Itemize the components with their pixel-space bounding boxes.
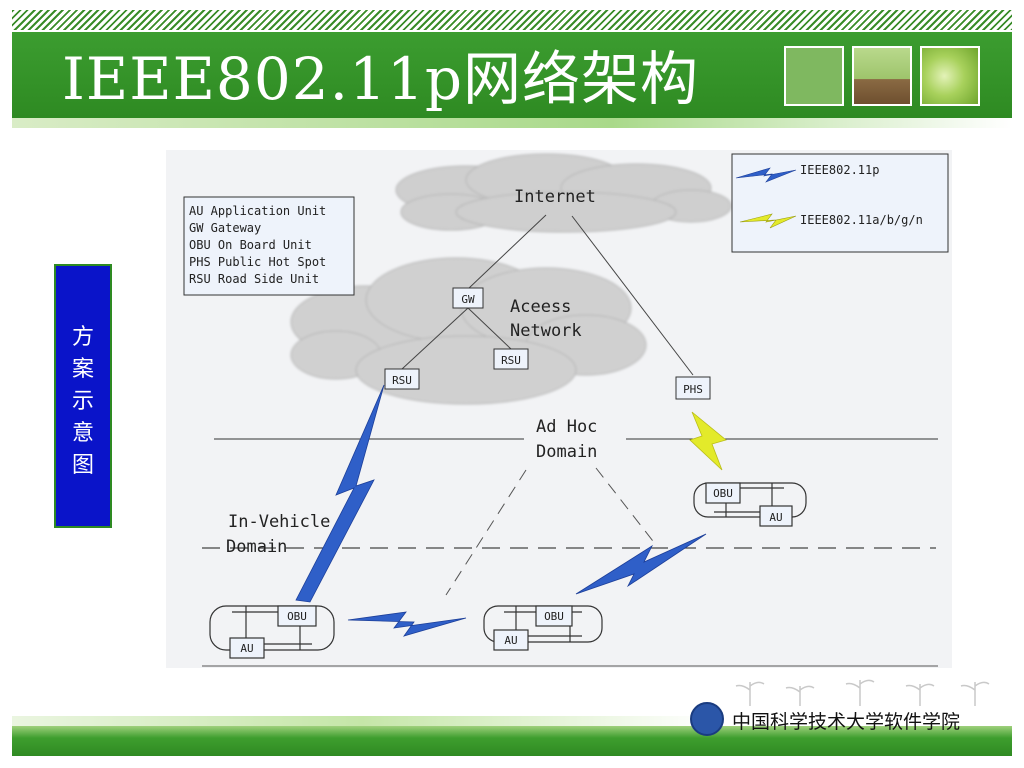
svg-text:RSU: RSU [501, 354, 521, 367]
au-label-left-bottom: AU [240, 642, 253, 655]
rsu-node-right: RSU [493, 348, 529, 370]
vehicle-right-top [693, 482, 807, 527]
header-photo-plain [784, 46, 844, 106]
footer-organization-name: 中国科学技术大学软件学院 [732, 711, 961, 733]
ad-hoc-label-line1: Ad Hoc [536, 417, 597, 437]
legend-label-80211p: IEEE802.11p [800, 163, 879, 177]
abbreviation-legend: AU Application Unit GW Gateway OBU On Bo… [183, 196, 355, 296]
access-network-label-line1: Aceess [510, 297, 571, 317]
in-vehicle-label-line2: Domain [226, 537, 287, 557]
slide-title: IEEE802.11p网络架构 [62, 45, 699, 113]
obu-label-right-top: OBU [713, 487, 733, 500]
abbrev-item: RSU Road Side Unit [189, 272, 319, 286]
abbrev-item: OBU On Board Unit [189, 238, 312, 252]
rsu-node-left: RSU [384, 368, 420, 390]
link-type-legend: IEEE802.11p IEEE802.11a/b/g/n [731, 153, 949, 253]
lightning-car-to-car [347, 611, 467, 637]
au-label-right-top: AU [769, 511, 782, 524]
svg-text:GW: GW [461, 293, 475, 306]
svg-text:PHS: PHS [683, 383, 703, 396]
university-emblem-icon [690, 702, 724, 736]
internet-cloud [395, 153, 732, 233]
obu-node-left-bottom [277, 605, 317, 627]
au-node-right-top [759, 505, 793, 527]
internet-label: Internet [514, 187, 596, 207]
in-vehicle-label-line1: In-Vehicle [228, 512, 330, 532]
title-underline [12, 118, 1012, 128]
footer-plant-decoration [735, 679, 990, 706]
legend-swatch-80211p [735, 167, 797, 183]
link-80211p-lightnings [295, 384, 707, 637]
obu-node-middle-bottom [535, 605, 573, 627]
abbrev-item: GW Gateway [189, 221, 261, 235]
title-bar [12, 32, 1012, 118]
side-label-box [54, 264, 112, 528]
header-hatch-stripe [12, 10, 1012, 30]
gw-node: GW [452, 287, 484, 309]
obu-node-right-top [705, 482, 741, 504]
lightning-rsu-to-car [295, 384, 385, 603]
abbrev-item: PHS Public Hot Spot [189, 255, 326, 269]
legend-label-80211abgn: IEEE802.11a/b/g/n [800, 213, 923, 227]
abbrev-item: AU Application Unit [189, 204, 326, 218]
footer-fade [12, 716, 1012, 726]
obu-label-middle-bottom: OBU [544, 610, 564, 623]
ad-hoc-dashed-links [445, 467, 657, 596]
vehicle-middle-bottom [483, 605, 603, 651]
lightning-car-to-car-right [575, 533, 707, 595]
au-node-left-bottom [229, 637, 265, 659]
footer-band [12, 726, 1012, 756]
au-node-middle-bottom [493, 629, 529, 651]
header-photo-leaves [920, 46, 980, 106]
svg-text:RSU: RSU [392, 374, 412, 387]
side-label-text: 方 案 示 意 图 [71, 325, 94, 478]
vehicle-left-bottom [209, 605, 335, 659]
wired-links [401, 214, 694, 376]
obu-label-left-bottom: OBU [287, 610, 307, 623]
legend-swatch-80211abgn [739, 213, 797, 229]
phs-node: PHS [675, 376, 711, 400]
network-architecture-diagram: Internet Aceess Network GW R [183, 153, 949, 667]
lightning-phs-to-car [689, 411, 727, 471]
ad-hoc-label-line2: Domain [536, 442, 597, 462]
header-photo-sprout [852, 46, 912, 106]
access-network-label-line2: Network [510, 321, 582, 341]
au-label-middle-bottom: AU [504, 634, 517, 647]
